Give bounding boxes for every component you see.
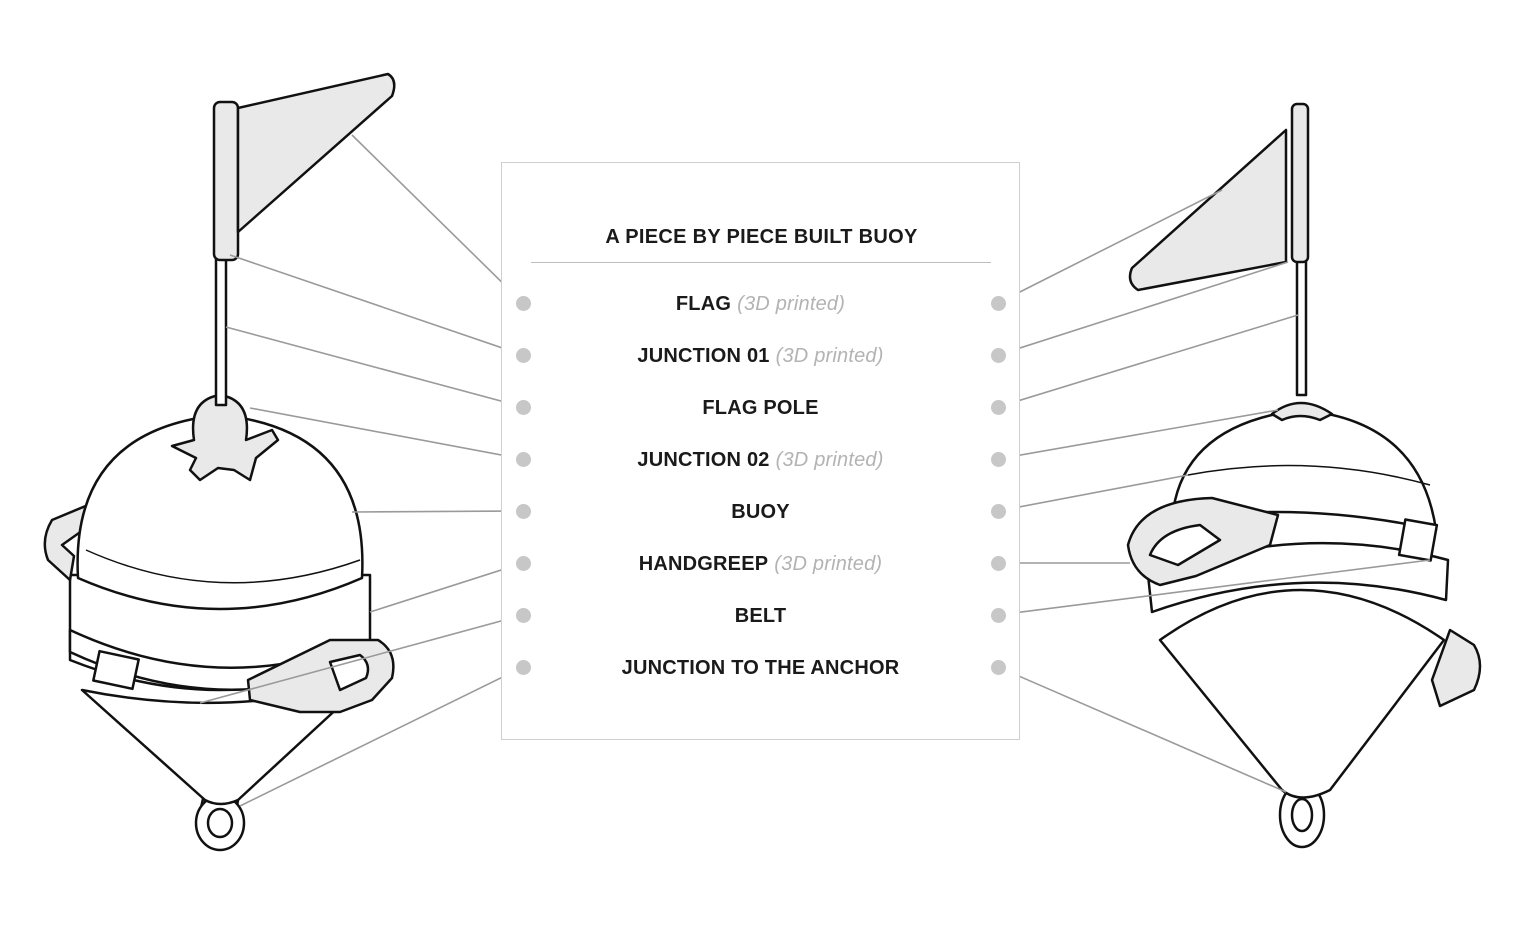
- leader-right-buoy: [997, 474, 1189, 512]
- leader-right-flag: [997, 189, 1223, 304]
- part-label-handgreep: HANDGREEP(3D printed): [501, 553, 1020, 576]
- parts-legend-card: [501, 162, 1020, 740]
- left-marker-dot-flag-pole: [516, 400, 531, 415]
- left-marker-dot-junction-02: [516, 452, 531, 467]
- right-marker-dot-junction-to-the-anchor: [991, 660, 1006, 675]
- legend-title: A PIECE BY PIECE BUILT BUOY: [605, 226, 918, 248]
- left-flag: [236, 72, 396, 234]
- right-marker-dot-flag-pole: [991, 400, 1006, 415]
- leader-left-flag-pole: [225, 326, 524, 408]
- part-name: JUNCTION TO THE ANCHOR: [621, 657, 900, 679]
- right-marker-dot-handgreep: [991, 556, 1006, 571]
- leader-right-flag-pole: [997, 314, 1299, 408]
- part-name: FLAG: [675, 293, 732, 315]
- right-marker-dot-belt: [991, 608, 1006, 623]
- right-junction-01: [1290, 102, 1310, 264]
- right-flag-pole: [1295, 253, 1308, 397]
- left-marker-dot-junction-01: [516, 348, 531, 363]
- part-note: (3D printed): [775, 345, 884, 367]
- part-label-junction-02: JUNCTION 02(3D printed): [501, 449, 1020, 472]
- left-marker-dot-handgreep: [516, 556, 531, 571]
- left-buoy-dome: [76, 413, 364, 611]
- left-marker-dot-belt: [516, 608, 531, 623]
- part-name: BELT: [734, 605, 787, 627]
- part-label-junction-01: JUNCTION 01(3D printed): [501, 345, 1020, 368]
- right-junction-02: [1270, 401, 1334, 422]
- title-divider: [531, 262, 991, 263]
- part-label-belt: BELT: [501, 605, 1020, 628]
- right-buoy-cone: [1158, 588, 1446, 799]
- left-marker-dot-flag: [516, 296, 531, 311]
- left-flag-pole: [214, 248, 228, 407]
- leader-left-handgreep: [369, 562, 524, 613]
- part-name: HANDGREEP: [638, 553, 769, 575]
- left-marker-dot-junction-to-the-anchor: [516, 660, 531, 675]
- right-handgreep-side: [1430, 628, 1482, 708]
- leader-left-belt: [199, 614, 524, 704]
- leader-right-belt: [997, 559, 1431, 616]
- left-junction-02: [170, 393, 280, 482]
- right-flag: [1128, 128, 1288, 292]
- right-marker-dot-junction-01: [991, 348, 1006, 363]
- part-label-buoy: BUOY: [501, 501, 1020, 524]
- left-buoy-illustration: [43, 72, 396, 852]
- right-buoy-dome: [1170, 408, 1438, 532]
- leader-right-junction-01: [997, 261, 1289, 356]
- leader-left-junction-02: [249, 407, 524, 460]
- part-label-junction-to-the-anchor: JUNCTION TO THE ANCHOR: [501, 657, 1020, 680]
- part-name: FLAG POLE: [702, 397, 819, 419]
- part-name: JUNCTION 02: [637, 449, 770, 471]
- part-note: (3D printed): [775, 449, 884, 471]
- part-label-flag-pole: FLAG POLE: [501, 397, 1020, 420]
- leader-left-anchor: [239, 666, 524, 807]
- right-marker-dot-buoy: [991, 504, 1006, 519]
- right-buoy-illustration: [1126, 102, 1482, 849]
- left-marker-dot-buoy: [516, 504, 531, 519]
- right-marker-dot-junction-02: [991, 452, 1006, 467]
- part-name: BUOY: [731, 501, 790, 523]
- leader-left-buoy: [351, 510, 524, 513]
- left-handgreep-left: [43, 503, 90, 582]
- leader-lines: [199, 134, 1431, 807]
- part-name: JUNCTION 01: [637, 345, 770, 367]
- part-note: (3D printed): [774, 553, 883, 575]
- leader-left-junction-01: [229, 254, 524, 356]
- leader-right-anchor: [997, 666, 1287, 793]
- leader-left-flag: [351, 134, 524, 304]
- right-marker-dot-flag: [991, 296, 1006, 311]
- leader-right-junction-02: [997, 409, 1279, 460]
- part-label-flag: FLAG(3D printed): [501, 293, 1020, 316]
- part-note: (3D printed): [737, 293, 846, 315]
